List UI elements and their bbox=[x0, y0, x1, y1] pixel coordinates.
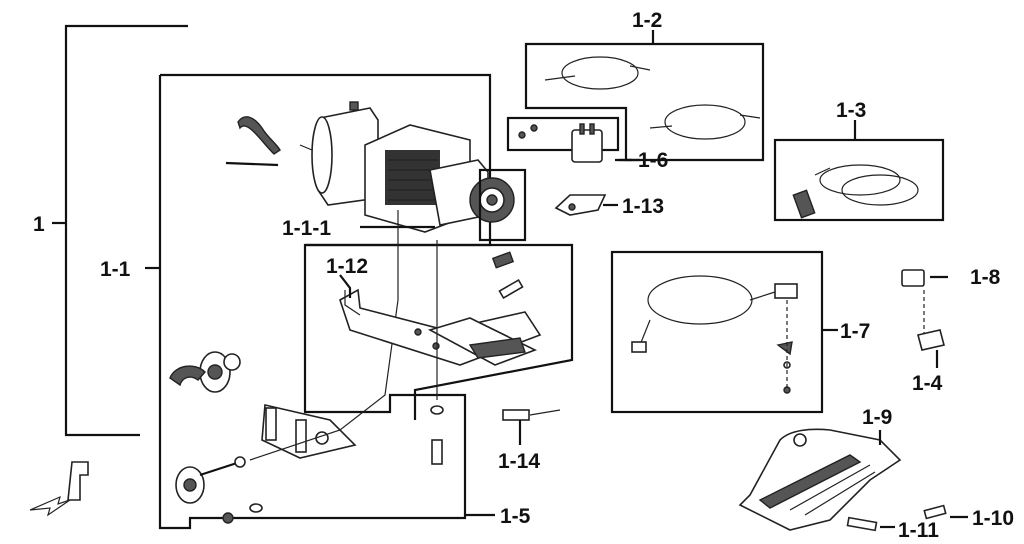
bolt-1-14 bbox=[502, 409, 561, 421]
label-1-6: 1-6 bbox=[638, 149, 668, 172]
clutch-box bbox=[478, 168, 527, 242]
bolt-top bbox=[491, 251, 524, 300]
bolt-lower bbox=[430, 240, 444, 465]
roller-fairlead bbox=[261, 404, 357, 459]
label-1-12: 1-12 bbox=[326, 255, 368, 278]
relay-1-8 bbox=[901, 269, 948, 287]
cable-set-1-2 bbox=[544, 56, 761, 140]
cable-set-1-3 bbox=[792, 164, 919, 219]
rocker-switch bbox=[518, 123, 603, 163]
label-1-5: 1-5 bbox=[500, 505, 531, 528]
front-arrow-icon bbox=[29, 461, 89, 517]
pulley-block bbox=[169, 351, 241, 393]
hook bbox=[175, 456, 246, 504]
winch-cable bbox=[249, 210, 399, 461]
nut-washer bbox=[222, 503, 263, 524]
mounting-plate bbox=[339, 288, 542, 366]
screw-1-10 bbox=[923, 504, 968, 520]
cover-1-9 bbox=[738, 428, 902, 531]
group-1-bracket bbox=[52, 24, 188, 437]
label-1-1: 1-1 bbox=[100, 258, 131, 281]
group-1-5-outline bbox=[305, 243, 574, 517]
label-1-10: 1-10 bbox=[972, 507, 1014, 530]
group-1-3-box bbox=[773, 120, 945, 222]
strap-part bbox=[225, 116, 281, 167]
leader-1-12 bbox=[339, 274, 352, 298]
label-1-9: 1-9 bbox=[862, 406, 892, 429]
winch-drum bbox=[364, 124, 515, 233]
label-1-8: 1-8 bbox=[970, 266, 1001, 289]
wire-harness-1-7 bbox=[631, 275, 798, 394]
group-1-2-box bbox=[524, 30, 765, 162]
label-1-4: 1-4 bbox=[912, 372, 943, 395]
screw-1-11 bbox=[846, 516, 895, 532]
label-1-2: 1-2 bbox=[632, 9, 662, 32]
clip-1-4 bbox=[917, 290, 945, 351]
winch-motor bbox=[299, 101, 379, 206]
label-1-1-1: 1-1-1 bbox=[282, 217, 331, 240]
label-1-11: 1-11 bbox=[898, 519, 939, 542]
label-1-3: 1-3 bbox=[836, 99, 866, 122]
group-1-7-box bbox=[610, 250, 838, 414]
label-1-7: 1-7 bbox=[840, 320, 870, 343]
bracket-1-13 bbox=[554, 194, 618, 216]
label-1-14: 1-14 bbox=[498, 450, 540, 473]
label-1: 1 bbox=[33, 213, 45, 236]
label-1-13: 1-13 bbox=[622, 195, 664, 218]
